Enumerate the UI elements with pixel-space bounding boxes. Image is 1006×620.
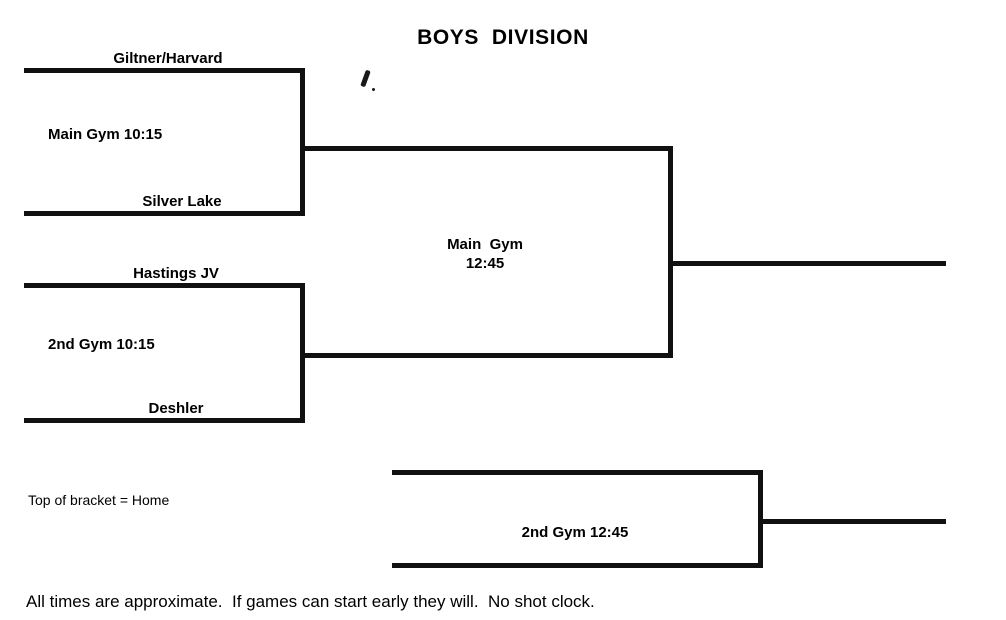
bracket-line-game1-top: [24, 68, 305, 73]
bracket-line-game2-bottom: [24, 418, 305, 423]
game-label-round1-game1: Main Gym 10:15: [48, 126, 163, 143]
team-label-silver-lake: Silver Lake: [142, 193, 222, 210]
game-label-round2-line1: Main Gym: [447, 236, 523, 253]
bracket-line-game2-top: [24, 283, 305, 288]
team-label-deshler: Deshler: [148, 400, 204, 417]
bracket-line-consolation-top: [392, 470, 763, 475]
scan-artifact-dot: [372, 88, 375, 91]
game-label-round2-line2: 12:45: [465, 255, 505, 272]
note-home-rule: Top of bracket = Home: [28, 492, 170, 508]
bracket-line-consolation-bottom: [392, 563, 763, 568]
bracket-line-champion: [668, 261, 946, 266]
game-label-consolation: 2nd Gym 12:45: [521, 524, 629, 541]
page-title: BOYS DIVISION: [417, 26, 589, 49]
bracket-line-round2-bottom: [300, 353, 673, 358]
team-label-giltner-harvard: Giltner/Harvard: [113, 50, 223, 67]
bracket-line-game1-join: [300, 68, 305, 216]
bracket-line-game1-bottom: [24, 211, 305, 216]
scan-artifact-mark: [360, 69, 371, 88]
bracket-line-consolation-winner: [758, 519, 946, 524]
bracket-line-round2-top: [300, 146, 673, 151]
team-label-hastings-jv: Hastings JV: [133, 265, 219, 282]
game-label-round1-game2: 2nd Gym 10:15: [48, 336, 155, 353]
note-timing: All times are approximate. If games can …: [26, 592, 595, 611]
bracket-line-round2-join: [668, 146, 673, 358]
